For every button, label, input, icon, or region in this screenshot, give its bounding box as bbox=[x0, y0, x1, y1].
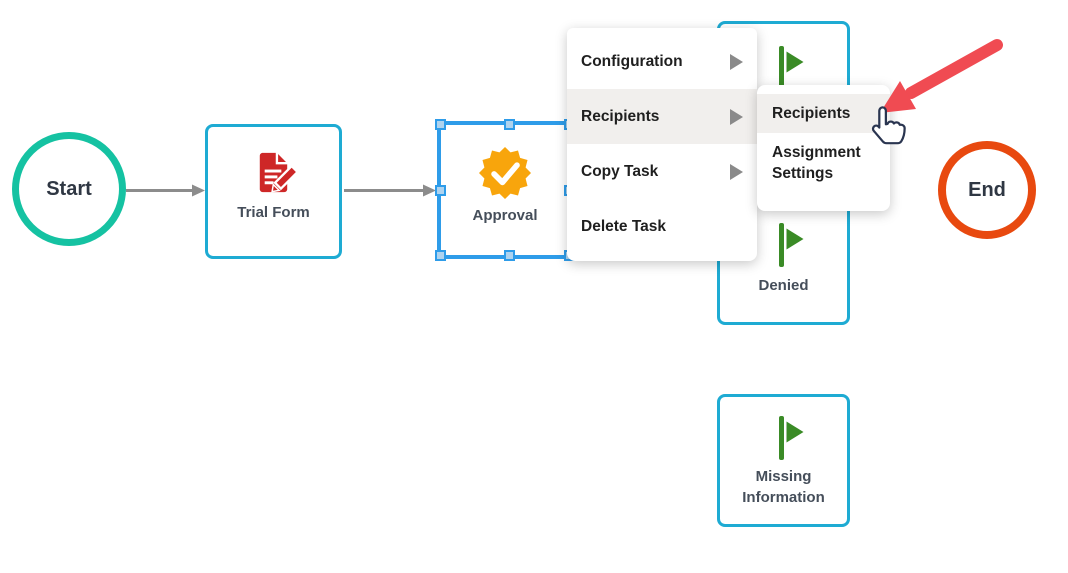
menu-item-delete-task[interactable]: Delete Task bbox=[567, 199, 757, 254]
selection-handle-bottom-left[interactable] bbox=[435, 250, 446, 261]
start-node[interactable]: Start bbox=[12, 132, 126, 246]
selection-handle-top-mid[interactable] bbox=[504, 119, 515, 130]
selection-handle-left-mid[interactable] bbox=[435, 185, 446, 196]
connector-trialform-to-approval bbox=[344, 184, 436, 197]
submenu-arrow-icon bbox=[730, 163, 743, 180]
menu-item-label: Delete Task bbox=[581, 217, 667, 235]
approval-badge-icon bbox=[479, 147, 531, 199]
outcome-node-missing-information[interactable]: Missing Information bbox=[717, 394, 850, 527]
task-node-label: Approval bbox=[472, 207, 538, 224]
submenu-item-label: Recipients bbox=[772, 104, 851, 122]
menu-item-copy-task[interactable]: Copy Task bbox=[567, 144, 757, 199]
submenu-item-label: Assignment Settings bbox=[772, 144, 861, 182]
outcome-node-label: Missing Information bbox=[742, 468, 825, 506]
flag-icon bbox=[778, 223, 803, 267]
flag-icon bbox=[778, 46, 803, 90]
menu-item-configuration[interactable]: Configuration bbox=[567, 34, 757, 89]
submenu-item-assignment-settings[interactable]: Assignment Settings bbox=[757, 133, 890, 184]
outcome-node-label: Denied bbox=[758, 277, 809, 294]
menu-item-label: Recipients bbox=[581, 107, 660, 125]
recipients-submenu: Recipients Assignment Settings bbox=[757, 85, 890, 211]
menu-item-recipients[interactable]: Recipients bbox=[567, 89, 757, 144]
submenu-arrow-icon bbox=[730, 53, 743, 70]
selection-handle-bottom-mid[interactable] bbox=[504, 250, 515, 261]
connector-start-to-trialform bbox=[126, 184, 205, 197]
flag-icon bbox=[778, 416, 803, 460]
menu-item-label: Copy Task bbox=[581, 162, 659, 180]
start-label: Start bbox=[46, 177, 92, 200]
selection-handle-top-left[interactable] bbox=[435, 119, 446, 130]
end-node[interactable]: End bbox=[938, 141, 1036, 239]
submenu-item-recipients[interactable]: Recipients bbox=[757, 94, 890, 133]
menu-item-label: Configuration bbox=[581, 52, 683, 70]
document-edit-icon bbox=[259, 151, 297, 193]
context-menu: Configuration Recipients Copy Task Delet… bbox=[567, 28, 757, 261]
task-node-approval[interactable]: Approval bbox=[435, 119, 575, 261]
task-node-trial-form[interactable]: Trial Form bbox=[205, 124, 342, 259]
submenu-arrow-icon bbox=[730, 108, 743, 125]
end-label: End bbox=[968, 178, 1006, 201]
task-node-label: Trial Form bbox=[237, 204, 310, 221]
